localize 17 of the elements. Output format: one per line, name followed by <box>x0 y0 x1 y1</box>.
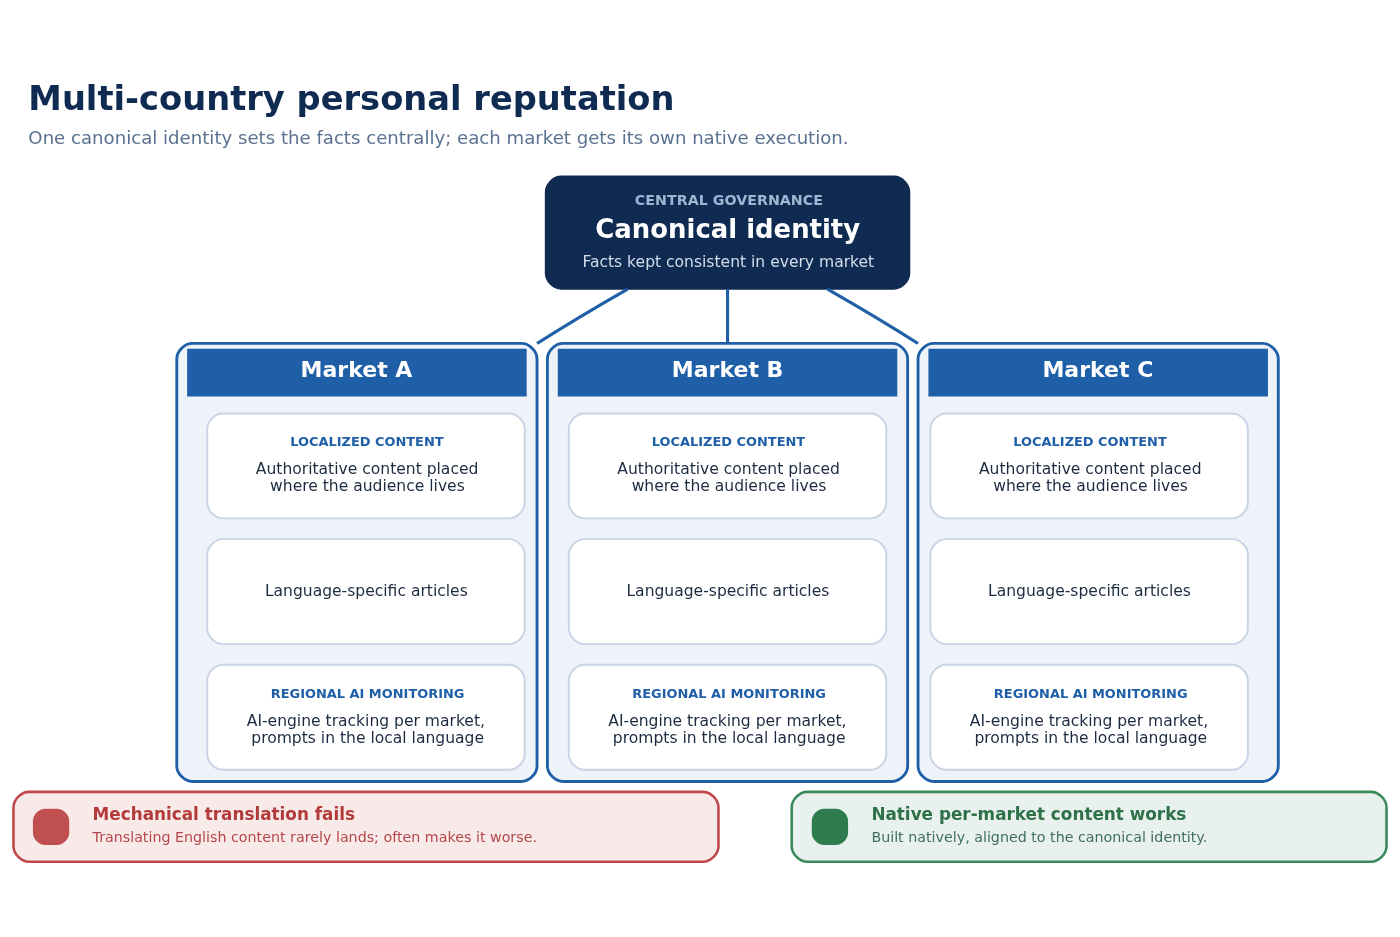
node-box: Native per-market content works Built natively, aligned to the canonical identity. <box>790 790 1388 864</box>
node-box: REGIONAL AI MONITORING AI-engine tracking per market, prompts in the local language <box>567 663 888 771</box>
node-box: REGIONAL AI MONITORING AI-engine tracking per market, prompts in the local language <box>929 663 1249 771</box>
node-box: Language-specific articles <box>929 538 1249 646</box>
node-box: Language-specific articles <box>206 538 526 646</box>
node-box: LOCALIZED CONTENT Authoritative content placed where the audience lives <box>567 412 888 520</box>
node-box: CENTRAL GOVERNANCE Canonical identity Facts kept consistent in every market <box>544 175 911 290</box>
connector <box>726 289 730 344</box>
diagram-title: Multi-country personal reputation <box>28 78 675 118</box>
connector <box>536 287 629 345</box>
node-box: Language-specific articles <box>567 538 888 646</box>
caption: One canonical identity sets the facts centrally; each market gets its own native execution. <box>28 127 849 149</box>
node-box: REGIONAL AI MONITORING AI-engine tracking per market, prompts in the local language <box>206 663 526 771</box>
connector <box>826 287 919 345</box>
node-box: Mechanical translation fails Translating English content rarely lands; often makes it worse. <box>12 790 720 864</box>
node-box: LOCALIZED CONTENT Authoritative content placed where the audience lives <box>206 412 526 520</box>
node-box: LOCALIZED CONTENT Authoritative content placed where the audience lives <box>929 412 1249 520</box>
